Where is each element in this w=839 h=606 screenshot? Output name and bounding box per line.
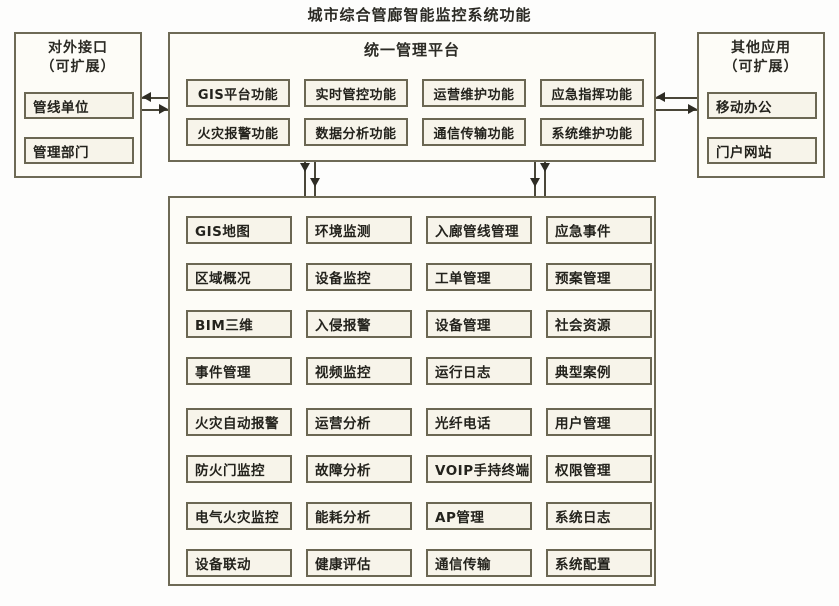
grid-cell-fiber-phone[interactable]: 光纤电话 bbox=[426, 408, 532, 436]
platform-cell-fire-alarm[interactable]: 火灾报警功能 bbox=[186, 118, 290, 146]
grid-cell-typical-case[interactable]: 典型案例 bbox=[546, 357, 652, 385]
connector-left-arrow-to-platform bbox=[159, 104, 168, 114]
grid-cell-system-config[interactable]: 系统配置 bbox=[546, 549, 652, 577]
connector-left-arrow-to-external bbox=[142, 92, 151, 102]
grid-cell-system-log[interactable]: 系统日志 bbox=[546, 502, 652, 530]
grid-cell-electrical-fire-monitoring[interactable]: 电气火灾监控 bbox=[186, 502, 292, 530]
connector-left-line-bottom bbox=[142, 109, 168, 111]
connector-right-arrow-to-other-apps bbox=[688, 104, 697, 114]
page-title: 城市综合管廊智能监控系统功能 bbox=[307, 6, 532, 24]
connector-down-left-line-a bbox=[304, 162, 306, 196]
grid-cell-event-mgmt[interactable]: 事件管理 bbox=[186, 357, 292, 385]
external-interface-panel: 对外接口 （可扩展） 管线单位 管理部门 bbox=[14, 32, 142, 178]
connector-right-line-top bbox=[656, 97, 697, 99]
grid-cell-area-overview[interactable]: 区域概况 bbox=[186, 263, 292, 291]
grid-cell-operation-log[interactable]: 运行日志 bbox=[426, 357, 532, 385]
grid-cell-energy-analysis[interactable]: 能耗分析 bbox=[306, 502, 412, 530]
grid-cell-environment-monitoring[interactable]: 环境监测 bbox=[306, 216, 412, 244]
right-panel-item-mobile-office[interactable]: 移动办公 bbox=[707, 92, 817, 119]
connector-left-line-top bbox=[142, 97, 168, 99]
grid-cell-device-linkage[interactable]: 设备联动 bbox=[186, 549, 292, 577]
right-panel-item-portal-site[interactable]: 门户网站 bbox=[707, 137, 817, 164]
unified-management-platform-panel: 统一管理平台 GIS平台功能 实时管控功能 运营维护功能 应急指挥功能 火灾报警… bbox=[168, 32, 656, 162]
platform-cell-emergency-command[interactable]: 应急指挥功能 bbox=[540, 79, 644, 107]
grid-cell-work-order-mgmt[interactable]: 工单管理 bbox=[426, 263, 532, 291]
platform-cell-data-analysis[interactable]: 数据分析功能 bbox=[304, 118, 408, 146]
connector-down-left-arrow-a bbox=[300, 163, 310, 172]
grid-cell-operation-analysis[interactable]: 运营分析 bbox=[306, 408, 412, 436]
connector-right-line-bottom bbox=[656, 109, 697, 111]
grid-cell-bim-3d[interactable]: BIM三维 bbox=[186, 310, 292, 338]
grid-cell-emergency-event[interactable]: 应急事件 bbox=[546, 216, 652, 244]
grid-cell-fire-door-monitoring[interactable]: 防火门监控 bbox=[186, 455, 292, 483]
grid-cell-auto-fire-alarm[interactable]: 火灾自动报警 bbox=[186, 408, 292, 436]
grid-cell-pipeline-entry-mgmt[interactable]: 入廊管线管理 bbox=[426, 216, 532, 244]
grid-cell-health-assessment[interactable]: 健康评估 bbox=[306, 549, 412, 577]
other-applications-panel: 其他应用 （可扩展） 移动办公 门户网站 bbox=[697, 32, 825, 178]
connector-down-right-arrow-a bbox=[530, 178, 540, 187]
right-panel-title-line2: （可扩展） bbox=[723, 58, 799, 75]
left-panel-item-pipeline-unit[interactable]: 管线单位 bbox=[24, 92, 134, 119]
function-modules-panel: GIS地图 环境监测 入廊管线管理 应急事件 区域概况 设备监控 工单管理 预案… bbox=[168, 196, 656, 586]
grid-cell-intrusion-alarm[interactable]: 入侵报警 bbox=[306, 310, 412, 338]
grid-cell-device-mgmt[interactable]: 设备管理 bbox=[426, 310, 532, 338]
grid-cell-gis-map[interactable]: GIS地图 bbox=[186, 216, 292, 244]
connector-down-right-arrow-b bbox=[540, 163, 550, 172]
grid-cell-video-monitoring[interactable]: 视频监控 bbox=[306, 357, 412, 385]
left-panel-title-line1: 对外接口 bbox=[48, 40, 108, 56]
connector-down-right-line-b bbox=[544, 162, 546, 196]
platform-cell-system-maintenance[interactable]: 系统维护功能 bbox=[540, 118, 644, 146]
grid-cell-permission-mgmt[interactable]: 权限管理 bbox=[546, 455, 652, 483]
grid-cell-social-resources[interactable]: 社会资源 bbox=[546, 310, 652, 338]
grid-cell-plan-mgmt[interactable]: 预案管理 bbox=[546, 263, 652, 291]
connector-down-left-arrow-b bbox=[310, 178, 320, 187]
right-panel-title-line1: 其他应用 bbox=[731, 40, 791, 56]
platform-cell-communication[interactable]: 通信传输功能 bbox=[422, 118, 526, 146]
grid-cell-device-monitoring[interactable]: 设备监控 bbox=[306, 263, 412, 291]
grid-cell-fault-analysis[interactable]: 故障分析 bbox=[306, 455, 412, 483]
left-panel-title: 对外接口 （可扩展） bbox=[16, 34, 140, 77]
right-panel-title: 其他应用 （可扩展） bbox=[699, 34, 823, 77]
left-panel-item-management-dept[interactable]: 管理部门 bbox=[24, 137, 134, 164]
platform-panel-title: 统一管理平台 bbox=[363, 41, 460, 59]
grid-cell-user-mgmt[interactable]: 用户管理 bbox=[546, 408, 652, 436]
grid-cell-communication-transfer[interactable]: 通信传输 bbox=[426, 549, 532, 577]
platform-cell-realtime-control[interactable]: 实时管控功能 bbox=[304, 79, 408, 107]
grid-cell-ap-mgmt[interactable]: AP管理 bbox=[426, 502, 532, 530]
left-panel-title-line2: （可扩展） bbox=[40, 58, 116, 75]
grid-cell-voip-handheld-terminal[interactable]: VOIP手持终端 bbox=[426, 455, 532, 483]
platform-cell-operation-maintenance[interactable]: 运营维护功能 bbox=[422, 79, 526, 107]
platform-cell-gis[interactable]: GIS平台功能 bbox=[186, 79, 290, 107]
connector-right-arrow-to-platform bbox=[656, 92, 665, 102]
